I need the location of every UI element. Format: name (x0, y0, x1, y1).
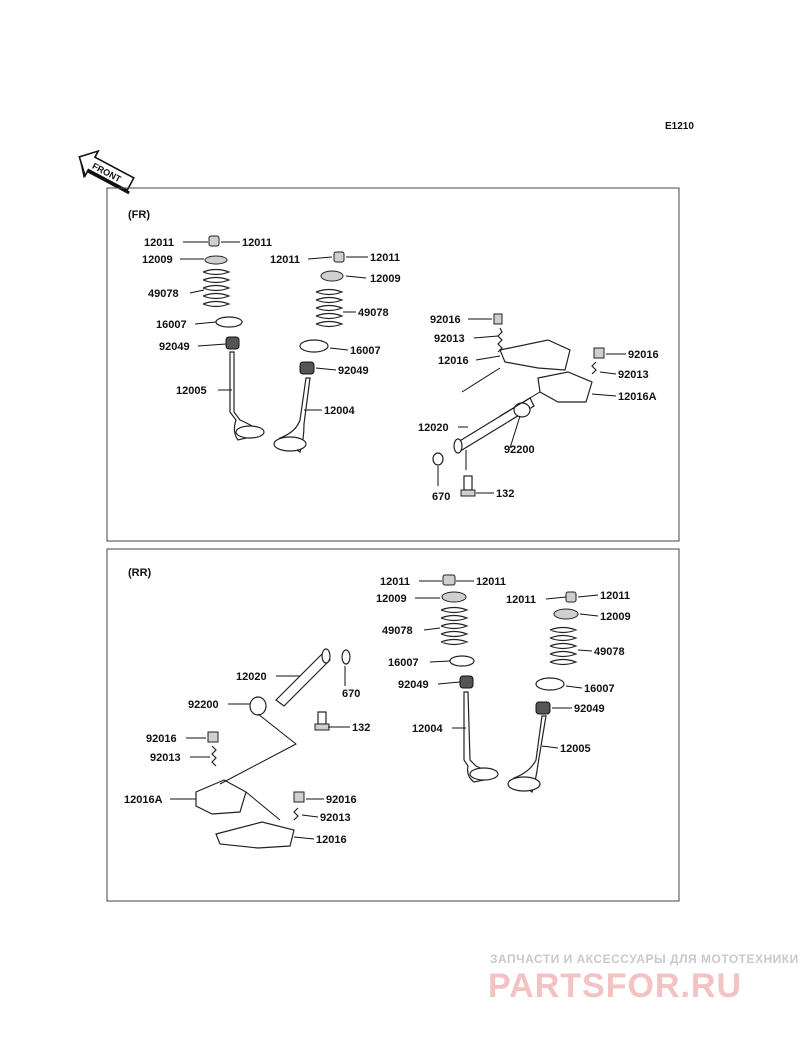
label-fr-12011-a: 12011 (144, 237, 174, 249)
label-rr-16007-b: 16007 (584, 683, 615, 695)
label-fr-12016a: 12016A (618, 391, 657, 403)
rr-valve-left (440, 574, 499, 783)
label-rr-670: 670 (342, 688, 360, 700)
label-fr-92016-b: 92016 (628, 349, 659, 361)
label-fr-12011-b: 12011 (242, 237, 272, 249)
label-rr-12016: 12016 (316, 834, 347, 846)
label-fr-12011-c: 12011 (270, 254, 300, 266)
label-rr-92049-b: 92049 (574, 703, 605, 715)
panel-fr-title: (FR) (128, 209, 150, 221)
label-rr-12011-b: 12011 (476, 576, 506, 588)
label-fr-49078-b: 49078 (358, 307, 389, 319)
label-rr-16007: 16007 (388, 657, 419, 669)
label-rr-12016a: 12016A (124, 794, 163, 806)
label-rr-132: 132 (352, 722, 370, 734)
fr-rocker-assembly (432, 313, 605, 497)
label-rr-12020: 12020 (236, 671, 267, 683)
label-fr-12011-d: 12011 (370, 252, 400, 264)
label-fr-92013-b: 92013 (618, 369, 649, 381)
label-rr-12005: 12005 (560, 743, 591, 755)
label-fr-92016-a: 92016 (430, 314, 461, 326)
label-rr-92016-b: 92016 (326, 794, 357, 806)
panel-fr-frame (106, 187, 680, 542)
label-fr-12004: 12004 (324, 405, 355, 417)
label-fr-92049-b: 92049 (338, 365, 369, 377)
label-fr-16007: 16007 (156, 319, 187, 331)
panel-rr-title: (RR) (128, 567, 152, 579)
panel-rr-frame (106, 548, 680, 902)
label-rr-49078-b: 49078 (594, 646, 625, 658)
watermark: ЗАПЧАСТИ И АКСЕССУАРЫ ДЛЯ МОТОТЕХНИКИ PA… (488, 952, 799, 1005)
label-rr-12009-b: 12009 (600, 611, 631, 623)
front-arrow-icon: FRONT (78, 149, 135, 195)
label-rr-12009: 12009 (376, 593, 407, 605)
panel-rr: (RR) (106, 548, 680, 902)
rr-rocker-assembly (195, 648, 351, 849)
label-fr-12005: 12005 (176, 385, 207, 397)
label-rr-12004: 12004 (412, 723, 443, 735)
diagram-code: E1210 (665, 121, 694, 132)
label-rr-12011-a: 12011 (380, 576, 410, 588)
label-rr-92016-a: 92016 (146, 733, 177, 745)
label-rr-12011-d: 12011 (600, 590, 630, 602)
label-fr-12009: 12009 (142, 254, 173, 266)
panel-fr: (FR) (106, 187, 680, 542)
label-fr-670: 670 (432, 491, 450, 503)
label-fr-12020: 12020 (418, 422, 449, 434)
label-fr-12009-b: 12009 (370, 273, 401, 285)
label-rr-12011-c: 12011 (506, 594, 536, 606)
label-rr-92013-b: 92013 (320, 812, 351, 824)
label-fr-92049: 92049 (159, 341, 190, 353)
label-rr-92049: 92049 (398, 679, 429, 691)
rr-valve-right (507, 591, 579, 793)
label-fr-16007-b: 16007 (350, 345, 381, 357)
label-rr-92013-a: 92013 (150, 752, 181, 764)
label-fr-12016: 12016 (438, 355, 469, 367)
label-fr-92013-a: 92013 (434, 333, 465, 345)
label-fr-132: 132 (496, 488, 514, 500)
label-rr-49078: 49078 (382, 625, 413, 637)
watermark-brand: PARTSFOR.RU (488, 967, 742, 1005)
label-rr-92200: 92200 (188, 699, 219, 711)
fr-valve-left (202, 235, 265, 441)
label-fr-49078: 49078 (148, 288, 179, 300)
fr-valve-right (273, 251, 345, 453)
label-fr-92200: 92200 (504, 444, 535, 456)
watermark-tagline: ЗАПЧАСТИ И АКСЕССУАРЫ ДЛЯ МОТОТЕХНИКИ (490, 952, 799, 966)
